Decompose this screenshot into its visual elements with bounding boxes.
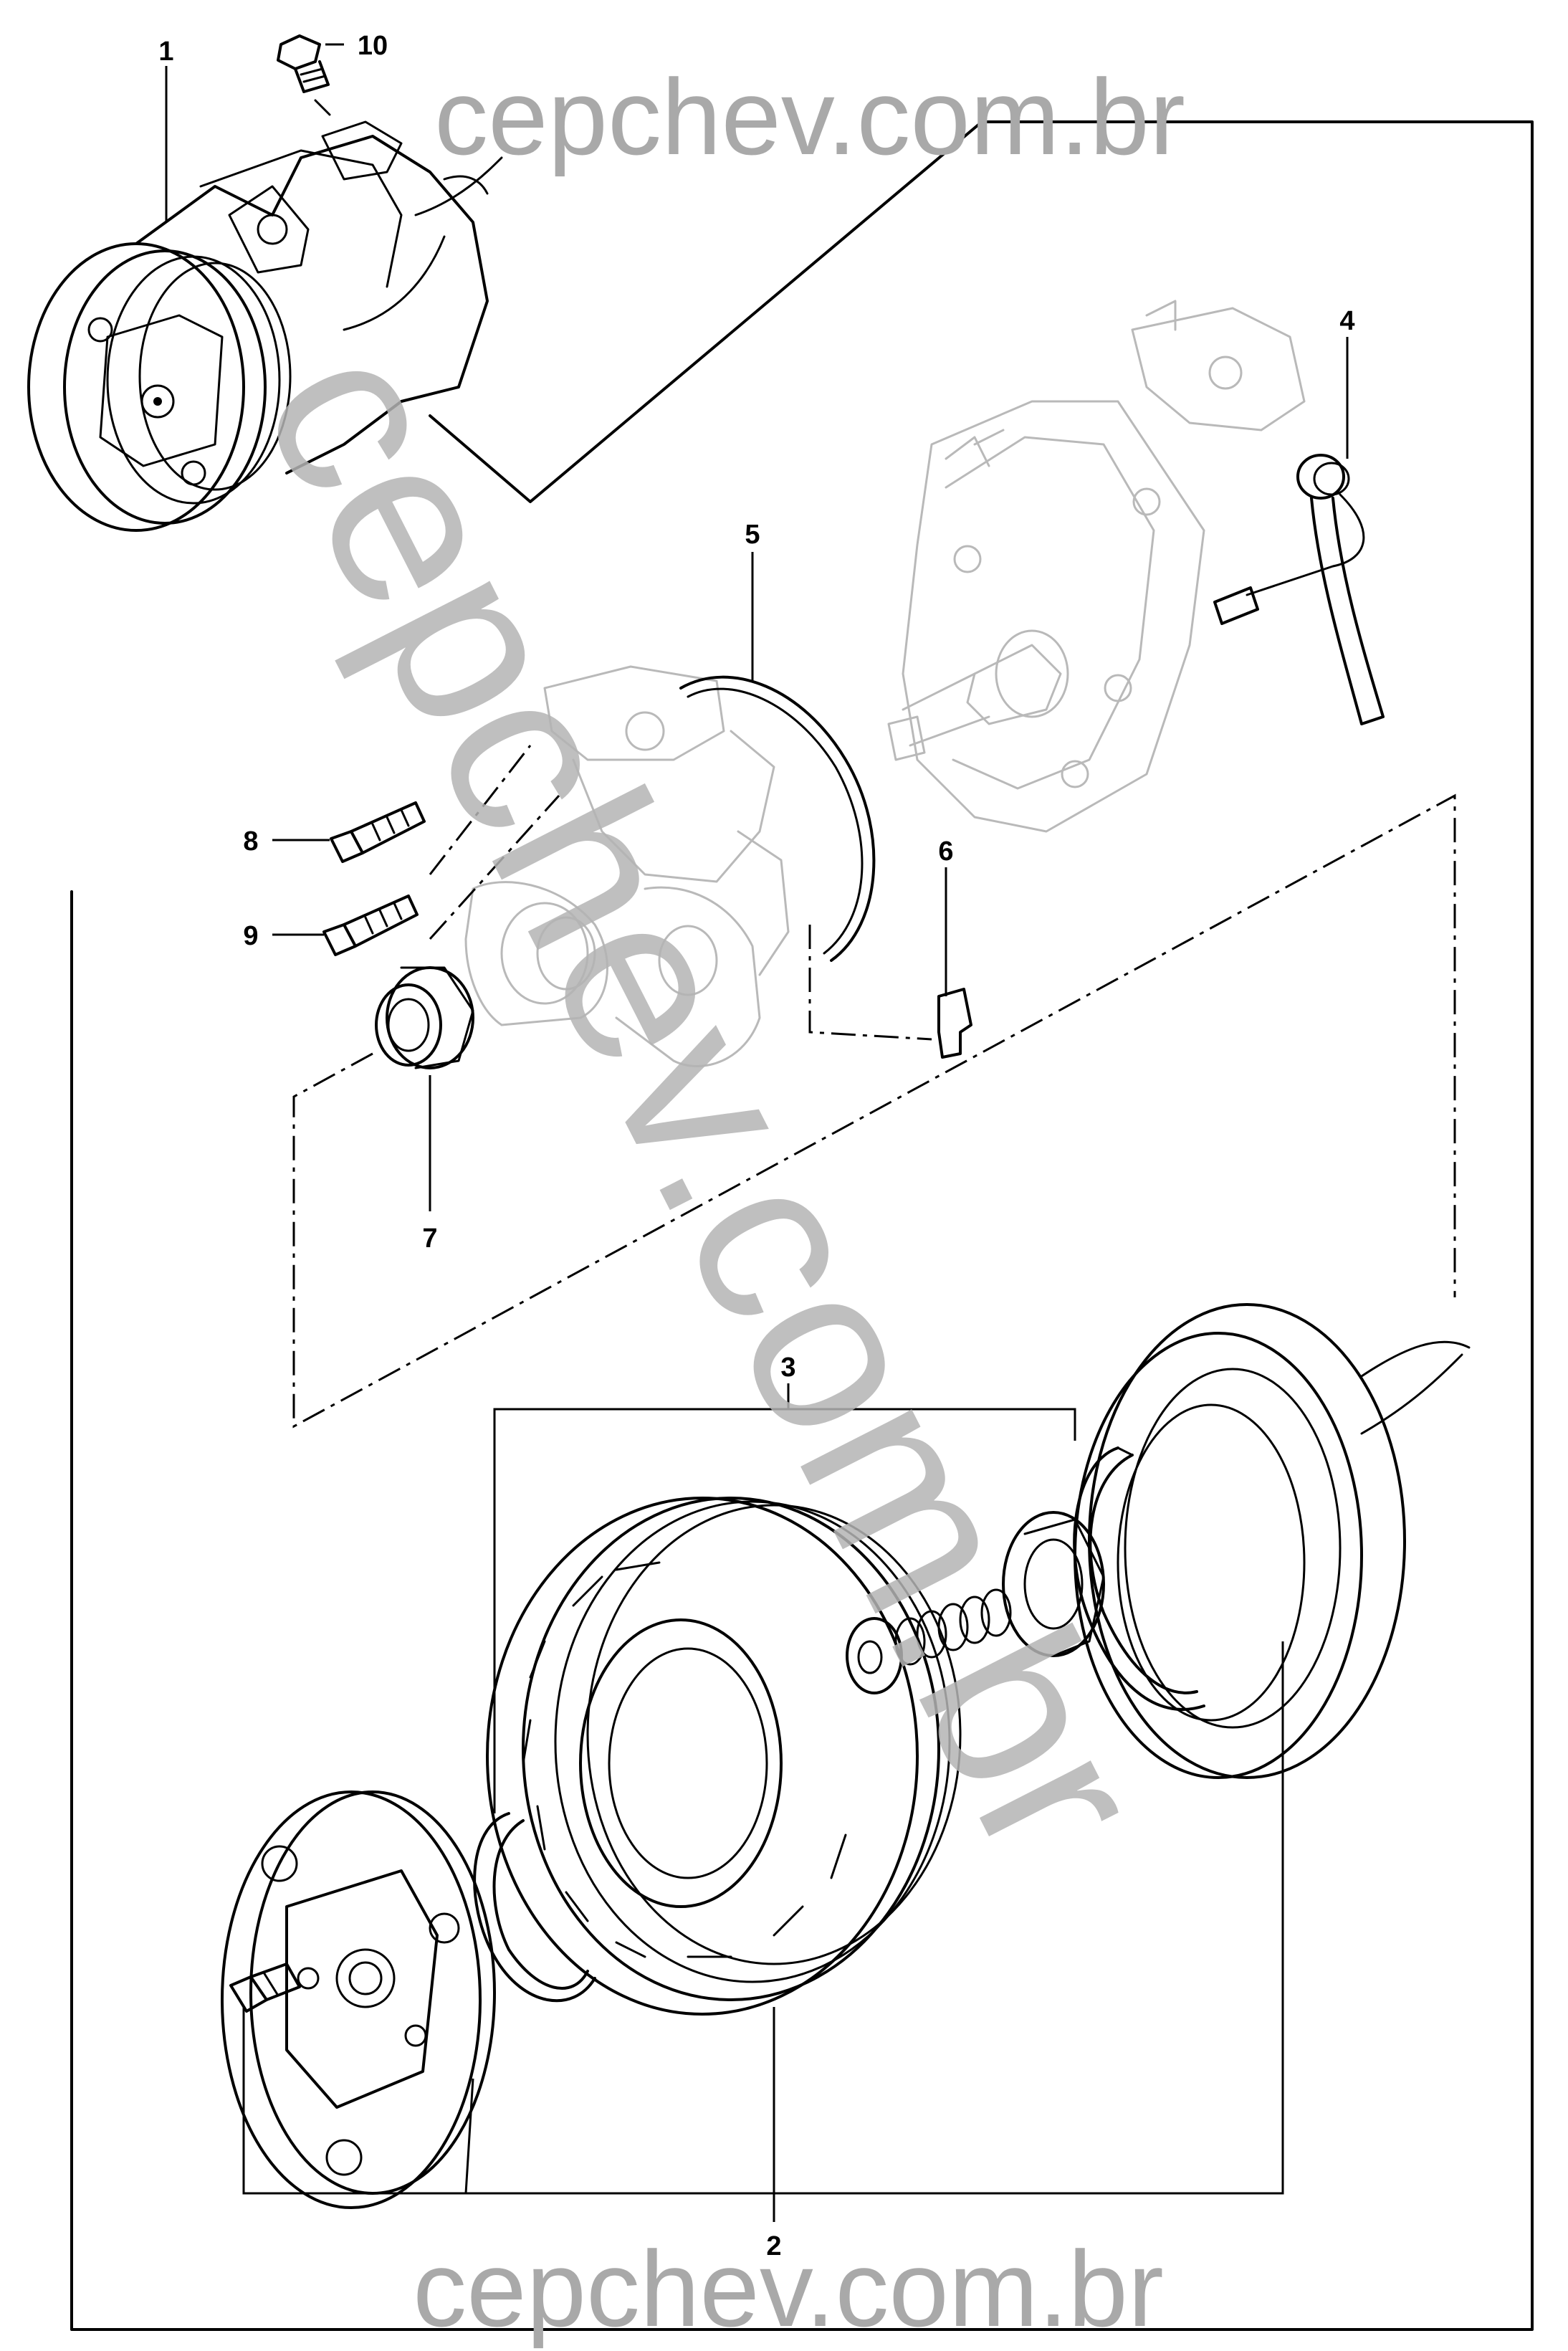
thrust-washer bbox=[1002, 1511, 1105, 1657]
wire-connector-4 bbox=[1213, 454, 1385, 725]
callout-6: 6 bbox=[938, 836, 953, 867]
watermark-diagonal: cepchev.com.br bbox=[212, 304, 1199, 1897]
callout-9: 9 bbox=[243, 921, 258, 951]
bolt-8 bbox=[330, 801, 426, 863]
callout-2: 2 bbox=[766, 2231, 781, 2261]
callout-5: 5 bbox=[745, 520, 760, 550]
snap-ring-small bbox=[473, 1812, 596, 2003]
callout-8: 8 bbox=[243, 826, 258, 857]
leader-lines bbox=[165, 43, 1349, 2222]
callout-3: 3 bbox=[780, 1353, 795, 1383]
snap-ring-large bbox=[1073, 1446, 1205, 1711]
compressor-assembly bbox=[27, 120, 503, 532]
armature-plate bbox=[221, 1790, 496, 2209]
o-ring-5 bbox=[679, 675, 876, 962]
diagram-frame bbox=[70, 120, 1534, 2331]
callout-labels: 1 2 3 4 5 6 7 8 9 10 bbox=[158, 31, 1354, 2261]
callout-1: 1 bbox=[158, 37, 173, 67]
watermark-bottom: cepchev.com.br bbox=[413, 2228, 1164, 2349]
center-bolt bbox=[229, 1963, 301, 2013]
pulley bbox=[486, 1497, 962, 2016]
callout-10: 10 bbox=[358, 31, 388, 61]
callout-4: 4 bbox=[1339, 306, 1354, 336]
compressor-body-ghost bbox=[887, 300, 1306, 833]
cap-bolt-10 bbox=[277, 34, 331, 116]
key-6 bbox=[937, 988, 972, 1059]
assembly-centerlines bbox=[292, 745, 1456, 1429]
front-housing-ghost bbox=[464, 665, 790, 1067]
watermark-top: cepchev.com.br bbox=[434, 57, 1185, 177]
shaft-seal-7 bbox=[375, 966, 474, 1069]
bolt-9 bbox=[322, 895, 419, 956]
callout-7: 7 bbox=[422, 1224, 437, 1254]
